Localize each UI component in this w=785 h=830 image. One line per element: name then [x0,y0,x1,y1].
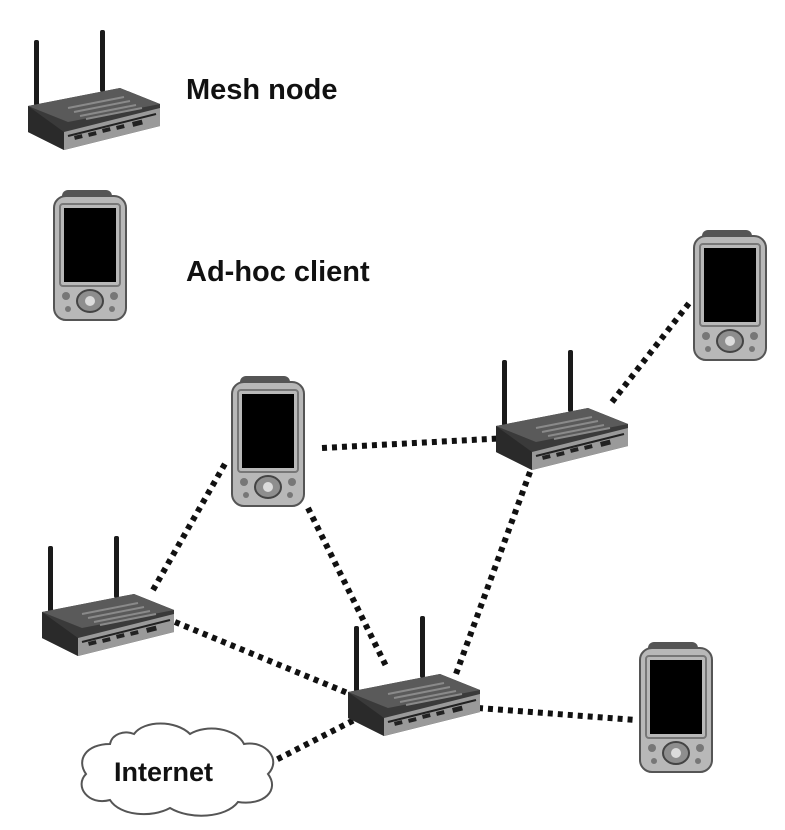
legend: Mesh node Ad-hoc client [27,29,370,321]
link-pda-center-to-router-upper-right [321,435,509,451]
link-pda-center-to-router-bottom [305,506,389,668]
link-router-left-to-pda-center [150,460,229,592]
devices-layer [41,229,767,773]
router-legend-icon [27,29,161,151]
pda-center-icon [231,375,305,507]
router-upper-right-icon [495,349,629,471]
links-layer [150,300,693,765]
link-router-bottom-to-pda-bottom-right [477,705,637,723]
link-router-left-to-router-bottom [173,619,352,697]
pda-legend-icon [53,189,127,321]
link-router-upper-right-to-router-bottom [453,470,533,676]
cloud-icon [80,722,275,817]
legend-adhoc-client-label: Ad-hoc client [186,256,370,288]
legend-mesh-node-label: Mesh node [186,74,337,106]
router-left-icon [41,535,175,657]
pda-top-right-icon [693,229,767,361]
link-router-upper-right-to-pda-top-right [609,300,693,404]
pda-bottom-right-icon [639,641,713,773]
link-router-bottom-to-internet [270,713,364,765]
router-bottom-center-icon [347,615,481,737]
internet-cloud: Internet [80,722,275,817]
internet-label: Internet [114,757,213,787]
